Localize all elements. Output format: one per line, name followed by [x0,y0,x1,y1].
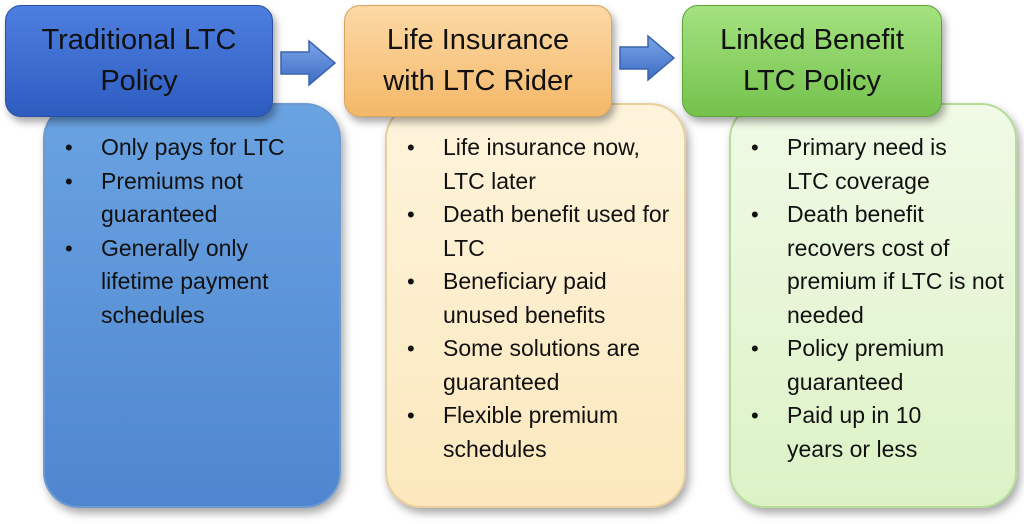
header-traditional-ltc-policy: Traditional LTC Policy [5,5,273,117]
card-linked-benefit-ltc-policy: Primary need is LTC coverage Death benef… [729,103,1017,508]
bullet-item: Some solutions are guaranteed [387,332,675,399]
header-title-line-2: with LTC Rider [383,65,573,97]
bullet-item: Beneficiary paid unused benefits [387,265,643,332]
bullet-item: Life insurance now, LTC later [387,131,675,198]
header-title-line-1: Life Insurance [386,24,570,56]
bullet-item: Only pays for LTC [45,131,337,165]
bullet-item: Policy premium guaranteed [731,332,997,399]
header-title-line-1: Traditional LTC [41,24,237,56]
right-arrow-icon [280,39,337,87]
right-arrow-icon [619,34,676,82]
header-linked-benefit-ltc-policy: Linked Benefit LTC Policy [682,5,942,117]
bullet-item: Generally only lifetime payment schedule… [45,232,301,333]
bullet-item: Premiums not guaranteed [45,165,301,232]
header-title-line-1: Linked Benefit [720,24,904,56]
bullet-item: Death benefit recovers cost of premium i… [731,198,1009,332]
header-title-line-2: LTC Policy [742,65,882,97]
bullet-item: Paid up in 10 years or less [731,399,967,466]
header-title-line-2: Policy [100,65,178,97]
header-life-insurance-ltc-rider: Life Insurance with LTC Rider [344,5,612,117]
card-traditional-ltc-policy: Only pays for LTC Premiums not guarantee… [43,103,341,508]
bullet-item: Flexible premium schedules [387,399,653,466]
bullet-item: Death benefit used for LTC [387,198,675,265]
bullet-item: Primary need is LTC coverage [731,131,987,198]
card-life-insurance-ltc-rider: Life insurance now, LTC later Death bene… [385,103,686,508]
